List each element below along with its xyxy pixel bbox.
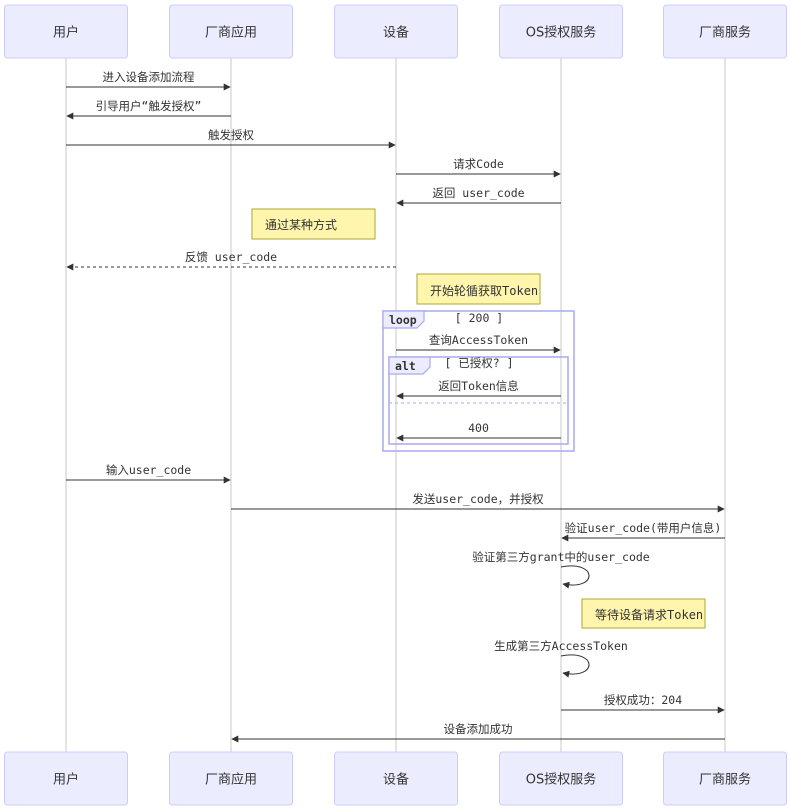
note-start-polling: 开始轮循获取Token	[416, 273, 541, 305]
loop-label: loop	[389, 313, 417, 327]
actor-top-0: 用户	[4, 4, 128, 59]
message-3: 请求Code	[396, 157, 561, 178]
message-arrow	[560, 654, 590, 678]
message-8: 400	[396, 421, 561, 442]
actor-top-2: 设备	[334, 4, 458, 59]
message-label: 返回 user_code	[432, 186, 524, 200]
alt-label: alt	[395, 359, 416, 373]
message-label: 验证第三方grant中的user_code	[472, 550, 650, 564]
note-wait-device-text: 等待设备请求Token	[595, 608, 703, 622]
actor-label: 用户	[53, 772, 79, 788]
message-label: 请求Code	[453, 157, 504, 171]
message-label: 查询AccessToken	[429, 333, 528, 347]
message-label: 触发授权	[208, 128, 254, 142]
message-4: 返回 user_code	[396, 186, 561, 207]
message-label: 设备添加成功	[444, 722, 513, 736]
message-label: 授权成功：204	[604, 693, 682, 707]
actor-label: 厂商服务	[699, 25, 751, 41]
message-1: 引导用户“触发授权”	[66, 99, 231, 120]
actor-bottom-1: 厂商应用	[169, 751, 293, 806]
message-label: 返回Token信息	[438, 379, 519, 393]
message-label: 反馈 user_code	[185, 250, 277, 264]
loop-frame: loop [ 200 ]	[382, 310, 575, 452]
actor-top-1: 厂商应用	[169, 4, 293, 59]
message-10: 发送user_code，并授权	[231, 492, 725, 513]
message-15: 设备添加成功	[231, 722, 725, 743]
message-label: 400	[468, 421, 489, 435]
actor-top-4: 厂商服务	[663, 4, 787, 59]
actor-bottom-3: OS授权服务	[499, 751, 623, 806]
alt-frame: alt [ 已授权? ]	[388, 356, 569, 445]
actor-label: 用户	[53, 25, 79, 41]
message-2: 触发授权	[66, 128, 396, 149]
actor-label: 设备	[383, 772, 409, 788]
frames: loop [ 200 ] alt [ 已授权? ]	[382, 310, 575, 452]
message-label: 引导用户“触发授权”	[96, 99, 202, 113]
message-14: 授权成功：204	[561, 693, 725, 714]
actor-label: 厂商服务	[699, 772, 751, 788]
message-label: 发送user_code，并授权	[412, 492, 544, 506]
message-11: 验证user_code(带用户信息)	[561, 521, 725, 542]
message-label: 输入user_code	[106, 463, 191, 477]
actor-label: 厂商应用	[205, 772, 257, 788]
actor-label: 设备	[383, 25, 409, 41]
message-label: 进入设备添加流程	[103, 70, 195, 84]
message-5: 反馈 user_code	[66, 250, 396, 271]
message-7: 返回Token信息	[396, 379, 561, 400]
actor-label: OS授权服务	[526, 772, 597, 788]
actor-bottom-0: 用户	[4, 751, 128, 806]
message-label: 验证user_code(带用户信息)	[565, 521, 722, 535]
actor-bottom-2: 设备	[334, 751, 458, 806]
note-start-polling-text: 开始轮循获取Token	[430, 284, 538, 298]
actor-label: 厂商应用	[205, 25, 257, 41]
message-6: 查询AccessToken	[396, 333, 561, 354]
actor-label: OS授权服务	[526, 25, 597, 41]
loop-condition: [ 200 ]	[455, 311, 503, 325]
message-0: 进入设备添加流程	[66, 70, 231, 91]
message-arrow	[560, 565, 590, 589]
actor-top-3: OS授权服务	[499, 4, 623, 59]
alt-condition: [ 已授权? ]	[444, 356, 513, 370]
message-13: 生成第三方AccessToken	[494, 639, 628, 678]
message-12: 验证第三方grant中的user_code	[472, 550, 650, 589]
notes: 通过某种方式 开始轮循获取Token 等待设备请求Token	[251, 208, 706, 629]
note-some-way: 通过某种方式	[251, 208, 376, 240]
message-9: 输入user_code	[66, 463, 231, 484]
actor-bottom-4: 厂商服务	[663, 751, 787, 806]
note-wait-device: 等待设备请求Token	[581, 598, 706, 629]
note-some-way-text: 通过某种方式	[265, 217, 337, 232]
message-label: 生成第三方AccessToken	[494, 639, 628, 653]
